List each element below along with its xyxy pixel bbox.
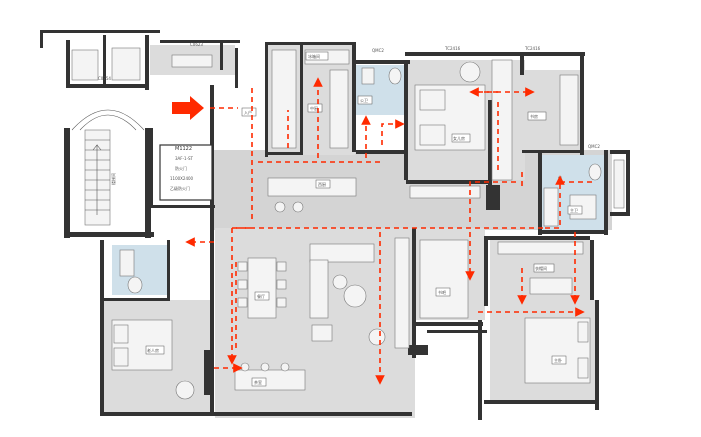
label-fridge-room: 冰箱间 — [308, 53, 320, 59]
label-elder-room: 老人房 — [147, 347, 159, 353]
door-line-3: 1100X2400 — [170, 176, 194, 181]
label-mirror: 镜 — [558, 175, 562, 181]
label-kitchen: 中厨 — [310, 105, 318, 111]
door-line-4: 乙级防火门 — [170, 185, 190, 191]
circulation-flow — [172, 77, 592, 385]
entrance-arrow — [172, 96, 204, 120]
room-labels: 入户 冰箱间 中厨 公卫 女儿房 书房 主卫 西厨 餐厅 老人房 茶室 书吧 衣… — [145, 51, 583, 387]
code-top-door: C0623 — [190, 42, 203, 47]
window-door-codes: C0623 C0754 QMC2 TC2416 TC2416 QMC2 — [98, 42, 600, 149]
label-child-room: 女儿房 — [453, 135, 465, 141]
code-right-window: QMC2 — [588, 144, 600, 149]
entrance-door-panel: M1122 3AF-1-ST 防火门 1100X2400 乙级防火门 — [159, 144, 213, 201]
furniture — [71, 47, 625, 400]
flow-child — [469, 181, 520, 222]
flow-main-arrow-left — [227, 227, 250, 365]
label-master-room: 主卧 — [554, 357, 562, 363]
flow-master-bath — [545, 175, 565, 229]
label-dining: 餐厅 — [257, 293, 265, 299]
door-line-2: 防火门 — [175, 165, 187, 171]
label-master-bath: 主卫 — [570, 207, 578, 213]
code-top-right-2: TC2416 — [444, 46, 461, 51]
label-tea-room: 茶室 — [254, 379, 262, 385]
staircase: 楼梯间 — [71, 109, 145, 226]
label-cloakroom: 衣帽间 — [535, 265, 547, 271]
label-entry: 入户 — [244, 109, 252, 115]
flow-wc-2 — [381, 119, 405, 145]
label-corridor-room: 书吧 — [438, 289, 446, 295]
walls — [40, 30, 630, 420]
door-code: M1122 — [175, 146, 192, 152]
door-line-1: 3AF-1-ST — [175, 156, 194, 161]
stair-label: 楼梯间 — [110, 173, 116, 185]
label-wc: 公卫 — [360, 98, 368, 103]
code-top-window-left: C0754 — [98, 76, 111, 81]
code-top-right-3: TC2416 — [524, 46, 541, 51]
label-western-kitchen: 西厨 — [318, 181, 326, 187]
code-top-right-1: QMC2 — [372, 48, 384, 53]
label-study: 书房 — [530, 113, 538, 119]
